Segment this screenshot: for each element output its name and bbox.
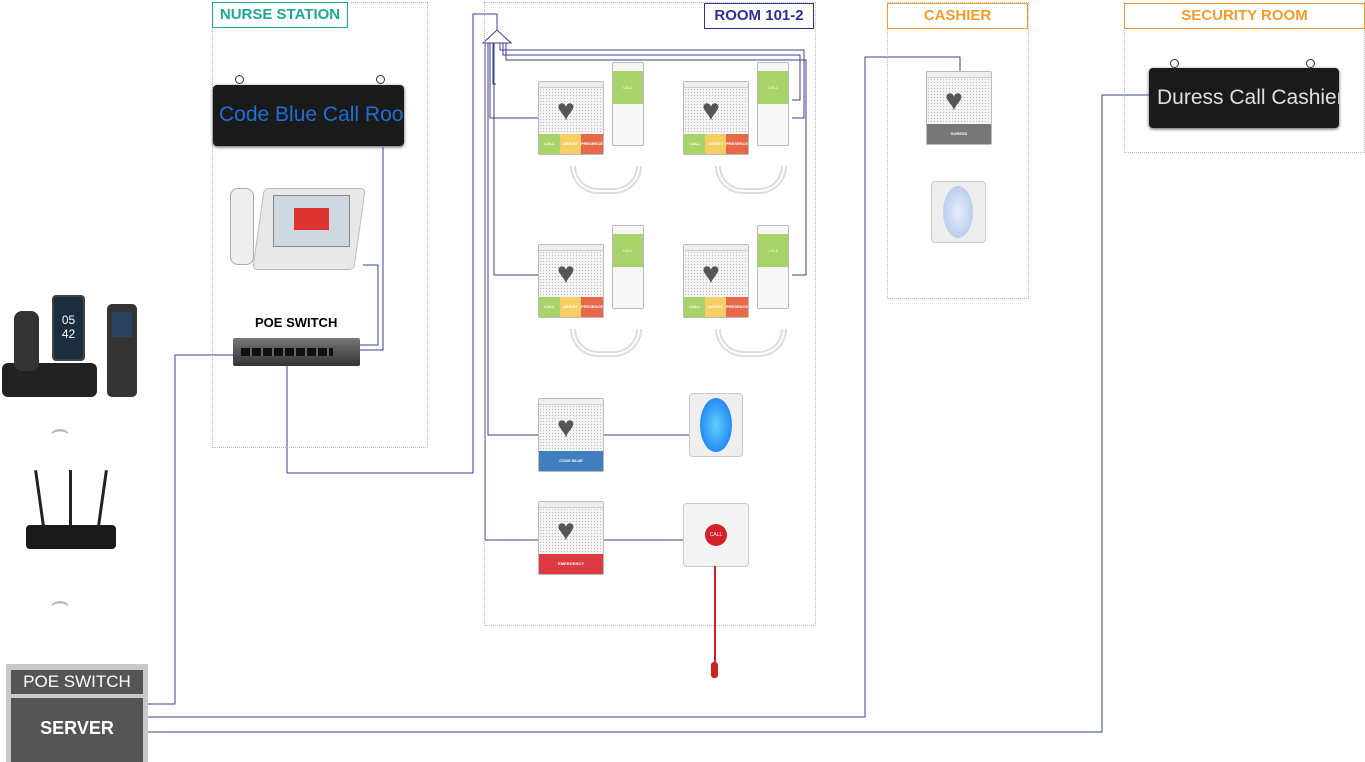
heart-speaker-icon: ♥ (702, 94, 720, 127)
led-sign-text: Duress Call Cashier (1157, 86, 1339, 109)
duress-button[interactable]: DURESS (927, 124, 991, 144)
phone-minute: 42 (61, 327, 76, 341)
handset-call-button[interactable]: CALL (758, 234, 788, 267)
call-button[interactable]: CALL (539, 297, 560, 317)
server-rack: POE SWITCH SERVER (6, 664, 148, 762)
handset-call-button[interactable]: CALL (613, 234, 643, 267)
emergency-station: ♥ EMERGENCY (538, 501, 604, 575)
server-label: SERVER (11, 698, 143, 762)
assist-button[interactable]: ASSIST (560, 134, 581, 154)
pull-cord[interactable] (714, 566, 716, 666)
pillow-speaker-handset[interactable]: CALL (757, 62, 789, 146)
router-icon (26, 470, 116, 550)
pull-cord-handle[interactable] (711, 662, 718, 678)
nurse-poe-switch-label: POE SWITCH (255, 315, 338, 330)
led-sign-nurse: Code Blue Call Roor (213, 85, 404, 146)
heart-speaker-icon: ♥ (557, 411, 575, 444)
pillow-speaker-handset[interactable]: CALL (612, 225, 644, 309)
call-button[interactable]: CALL (539, 134, 560, 154)
duress-push-button[interactable] (931, 181, 986, 243)
led-sign-text: Code Blue Call Roor (219, 103, 404, 126)
desk-phone-icon (228, 183, 366, 275)
code-blue-push-button[interactable] (689, 393, 743, 457)
heart-speaker-icon: ♥ (557, 94, 575, 127)
heart-speaker-icon: ♥ (702, 257, 720, 290)
hook-icon (235, 75, 244, 84)
assist-button[interactable]: ASSIST (705, 134, 726, 154)
assist-button[interactable]: ASSIST (705, 297, 726, 317)
room-zone (484, 2, 816, 626)
code-blue-button[interactable]: CODE BLUE (539, 451, 603, 471)
pillow-speaker-handset[interactable]: CALL (612, 62, 644, 146)
heart-speaker-icon: ♥ (557, 514, 575, 547)
hook-icon (1306, 59, 1315, 68)
presence-button[interactable]: PRESENCE (581, 297, 604, 317)
call-button[interactable]: CALL (684, 297, 705, 317)
led-sign-security: Duress Call Cashier (1149, 68, 1339, 128)
heart-speaker-icon: ♥ (945, 84, 963, 117)
emergency-button[interactable]: EMERGENCY (539, 554, 603, 574)
assist-button[interactable]: ASSIST (560, 297, 581, 317)
server-poe-switch-label: POE SWITCH (11, 670, 143, 694)
security-room-label: SECURITY ROOM (1124, 3, 1365, 29)
code-blue-station: ♥ CODE BLUE (538, 398, 604, 472)
poe-switch-icon (233, 338, 360, 366)
presence-button[interactable]: PRESENCE (726, 297, 749, 317)
phone-hour: 05 (61, 313, 76, 327)
wifi-icon: ⌢ (50, 585, 70, 618)
cashier-zone (887, 2, 1029, 299)
handheld-phone-icon (107, 304, 137, 397)
pull-cord-station: CALL (683, 503, 749, 567)
duress-station: ♥ DURESS (926, 71, 992, 145)
heart-speaker-icon: ♥ (557, 257, 575, 290)
call-button[interactable]: CALL (684, 134, 705, 154)
handset-call-button[interactable]: CALL (613, 71, 643, 104)
nurse-station-label: NURSE STATION (212, 2, 348, 28)
hook-icon (1170, 59, 1179, 68)
cashier-label: CASHIER (887, 3, 1028, 29)
pull-cord-call-button[interactable]: CALL (705, 524, 727, 546)
pillow-speaker-handset[interactable]: CALL (757, 225, 789, 309)
presence-button[interactable]: PRESENCE (726, 134, 749, 154)
hook-icon (376, 75, 385, 84)
handset-call-button[interactable]: CALL (758, 71, 788, 104)
presence-button[interactable]: PRESENCE (581, 134, 604, 154)
room-label: ROOM 101-2 (704, 3, 814, 29)
wifi-icon: ⌢ (50, 413, 70, 446)
